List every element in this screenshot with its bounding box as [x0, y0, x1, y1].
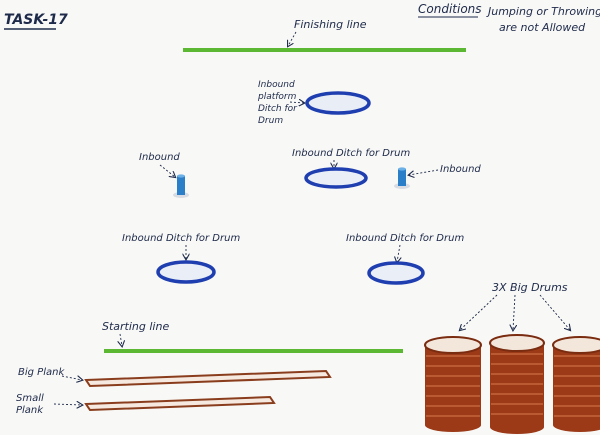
big-drums-arrow-3: [539, 294, 570, 330]
big-drum-1: [424, 336, 482, 432]
inbound-pole-right: [394, 167, 410, 189]
ditch-left-label: Inbound Ditch for Drum: [122, 233, 240, 244]
big-drums-arrow-1: [460, 294, 498, 330]
platform-ditch: [305, 91, 371, 115]
inbound-left-arrow: [159, 164, 175, 177]
ditch-left: [156, 260, 216, 284]
starting-line-label: Starting line: [102, 320, 169, 333]
platform-ditch-label-3: Ditch for: [258, 104, 298, 114]
ditch-center: [304, 167, 368, 189]
ditch-right-label: Inbound Ditch for Drum: [346, 233, 464, 244]
big-drum-2: [489, 334, 545, 434]
conditions-line-1: Jumping or Throwing: [486, 5, 600, 18]
small-plank-label-1: Small: [16, 393, 44, 404]
inbound-left-label: Inbound: [139, 152, 180, 163]
platform-ditch-label-2: platform: [257, 92, 297, 102]
finishing-line-arrow: [288, 31, 297, 46]
conditions-line-2: are not Allowed: [499, 21, 586, 34]
ditch-right: [367, 261, 425, 285]
starting-line-arrow: [120, 333, 122, 346]
small-plank-arrow: [53, 404, 82, 405]
big-plank-arrow: [61, 376, 82, 380]
small-plank-label-2: Plank: [16, 405, 44, 416]
big-plank-label: Big Plank: [18, 367, 65, 378]
small-plank: [84, 395, 276, 412]
big-plank: [84, 369, 332, 388]
inbound-pole-left: [173, 174, 189, 198]
conditions-heading: Conditions: [418, 2, 482, 16]
task-title: TASK-17: [4, 12, 68, 28]
finishing-line-label: Finishing line: [294, 18, 367, 31]
big-drums-label: 3X Big Drums: [492, 281, 568, 294]
platform-ditch-arrow: [289, 102, 304, 103]
platform-ditch-label-1: Inbound: [258, 80, 295, 90]
ditch-center-label: Inbound Ditch for Drum: [292, 148, 410, 159]
big-drum-3: [552, 336, 600, 432]
big-drums-arrow-2: [513, 294, 515, 330]
inbound-right-label: Inbound: [440, 164, 481, 175]
inbound-right-arrow: [409, 169, 439, 175]
platform-ditch-label-4: Drum: [258, 116, 283, 126]
ditch-right-arrow: [397, 244, 400, 262]
